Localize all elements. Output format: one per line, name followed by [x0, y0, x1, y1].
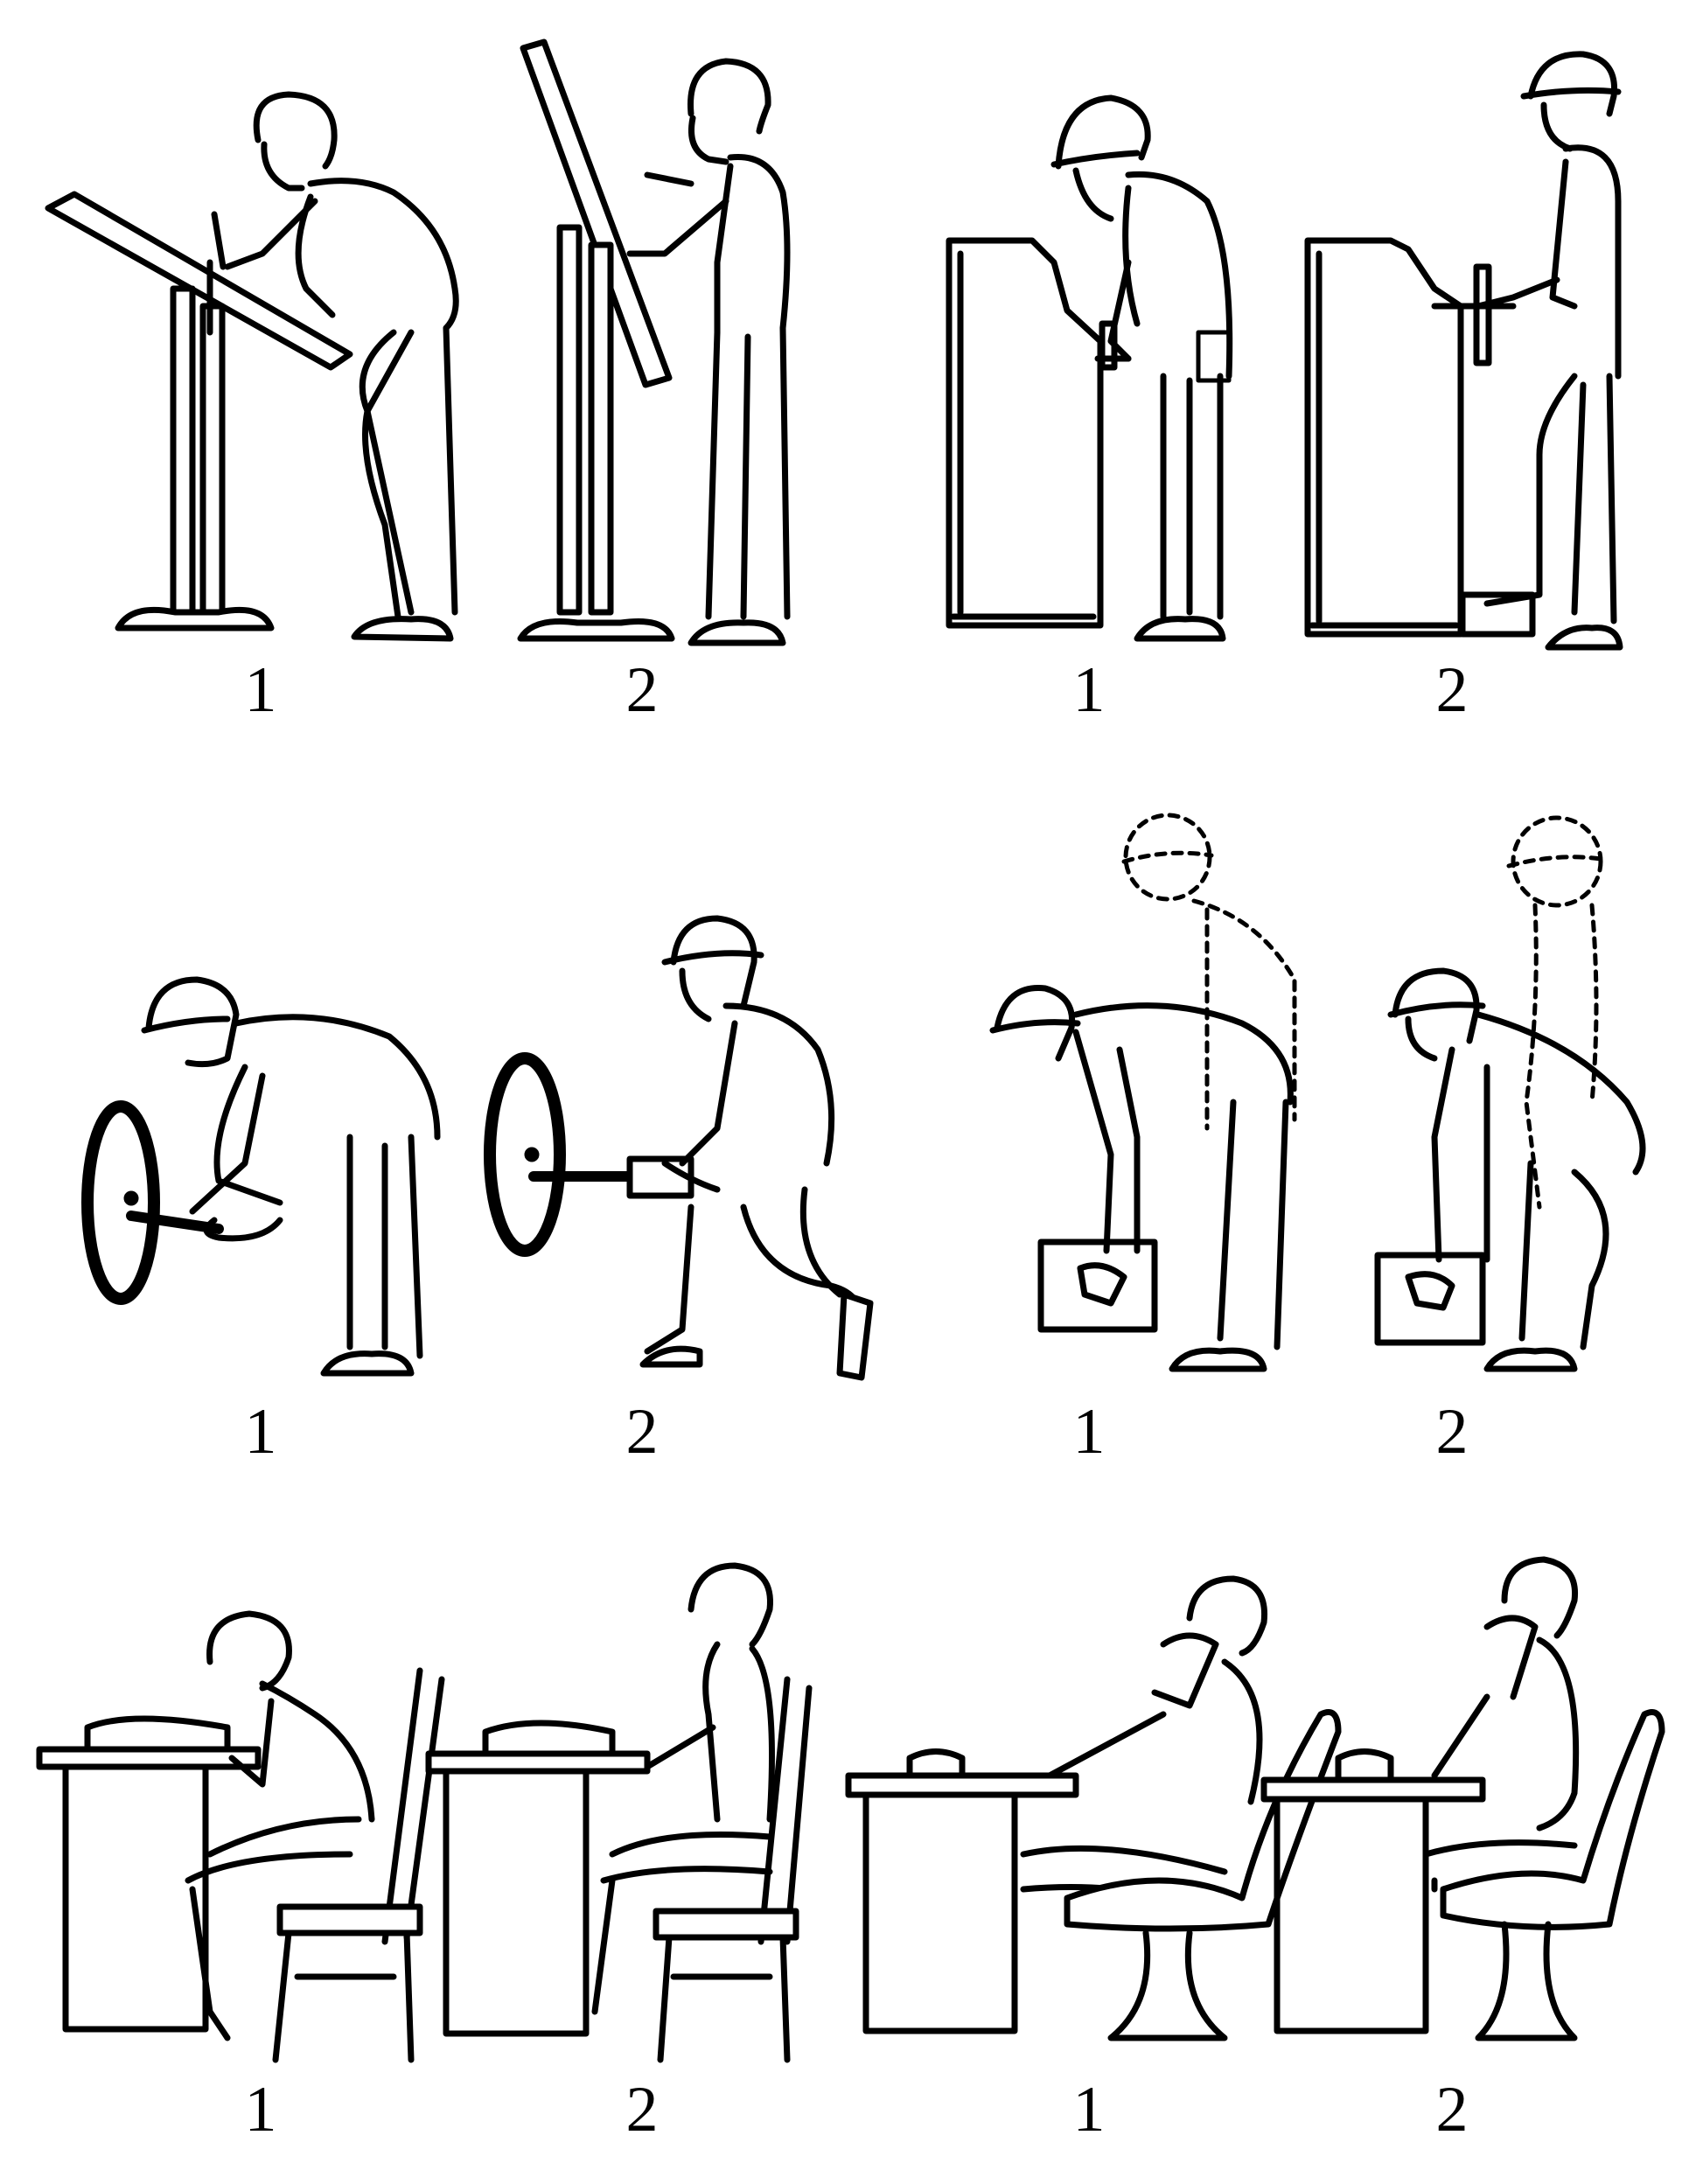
label-lifting-2: 2 [1435, 1396, 1469, 1468]
ghost-upright-2 [1506, 815, 1603, 1210]
box-2 [1374, 1252, 1486, 1346]
machine-cabinet-2 [1304, 237, 1536, 638]
person-bent-drafting [211, 91, 459, 642]
panel-drafting-table [45, 38, 791, 646]
panel-machine-lever [946, 51, 1623, 651]
panel-desk-typing [36, 1562, 813, 2063]
desk-2 [425, 1720, 651, 2037]
person-upright-machine [1475, 51, 1623, 651]
person-upright-typing [591, 1562, 775, 2015]
chair-4 [1440, 1709, 1665, 2041]
desk-1 [36, 1715, 262, 2033]
wheel-2 [484, 1052, 694, 1257]
label-phone-1: 1 [1072, 2074, 1106, 2146]
desk-3 [845, 1748, 1079, 2034]
ghost-upright-1 [1121, 813, 1297, 1131]
person-reclined-phone [1020, 1575, 1268, 1910]
person-upright-drafting [626, 58, 791, 646]
drafting-table-1 [45, 191, 353, 631]
box-1 [1037, 1239, 1158, 1333]
person-squatting-lifting [1387, 967, 1646, 1372]
label-drafting-2: 2 [625, 654, 659, 726]
person-slouched-typing [185, 1610, 375, 2041]
label-typing-1: 1 [244, 2074, 277, 2146]
panel-desk-phone [845, 1556, 1665, 2041]
label-typing-2: 2 [625, 2074, 659, 2146]
person-upright-phone [1422, 1556, 1580, 1893]
label-lifting-1: 1 [1072, 1396, 1106, 1468]
chair-3 [1064, 1709, 1342, 2041]
person-bent-wheel [141, 976, 441, 1377]
label-machine-1: 1 [1072, 654, 1106, 726]
panel-wheel-work [81, 915, 874, 1381]
label-wheel-2: 2 [625, 1396, 659, 1468]
chair-1 [272, 1667, 445, 2063]
panel-box-lifting [989, 813, 1646, 1372]
machine-cabinet-1 [946, 237, 1132, 629]
person-bent-lifting [989, 985, 1294, 1372]
label-drafting-1: 1 [244, 654, 277, 726]
person-bent-machine [1050, 94, 1233, 642]
chair-2 [653, 1676, 813, 2063]
desk-4 [1260, 1748, 1486, 2034]
person-kneeling-wheel [639, 915, 874, 1381]
wheel-1 [81, 1100, 224, 1305]
label-phone-2: 2 [1435, 2074, 1469, 2146]
drafting-table-2 [517, 38, 675, 642]
label-machine-2: 2 [1435, 654, 1469, 726]
label-wheel-1: 1 [244, 1396, 277, 1468]
